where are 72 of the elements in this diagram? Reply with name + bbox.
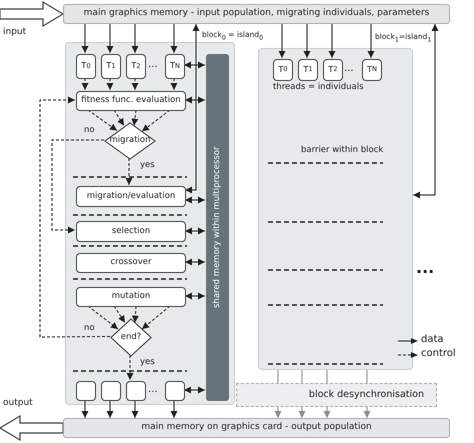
arrow xyxy=(304,24,310,58)
arrow xyxy=(324,406,330,418)
arrow xyxy=(170,24,178,54)
edge-label: yes xyxy=(140,357,155,367)
control-arrow xyxy=(88,110,118,132)
arrow xyxy=(170,400,178,418)
control-arrow xyxy=(131,110,138,126)
edge-label: no xyxy=(84,125,95,135)
arrow xyxy=(278,24,286,58)
arrow xyxy=(82,400,88,418)
thread-box xyxy=(76,381,96,401)
ellipsis: ... xyxy=(344,63,354,74)
control-arrow xyxy=(132,78,138,90)
arrow xyxy=(328,24,336,58)
ellipsis: ... xyxy=(148,384,158,395)
arrow xyxy=(298,406,306,418)
decision-diamond: migration xyxy=(105,123,155,159)
memory-bar: main memory on graphics card - output population xyxy=(63,418,450,438)
control-arrow xyxy=(114,306,126,324)
edge-label: yes xyxy=(140,160,155,170)
thread-box xyxy=(101,381,121,401)
arrow xyxy=(106,24,114,54)
control-arrow xyxy=(82,78,88,90)
control-arrow xyxy=(106,78,114,90)
shared-memory-bar: shared memory within multiprocessor xyxy=(206,54,229,401)
ellipsis: ... xyxy=(148,59,158,70)
arrow xyxy=(184,386,206,394)
hollow-arrow xyxy=(0,414,64,442)
decision-diamond: end? xyxy=(111,319,151,356)
process-box: fitness func. evaluation xyxy=(76,91,186,111)
control-arrow xyxy=(142,306,170,330)
control-arrow xyxy=(142,110,170,132)
legend-text: control xyxy=(421,348,456,359)
control-arrow xyxy=(88,306,118,330)
arrow xyxy=(184,258,206,266)
arrow xyxy=(412,24,438,198)
arrow xyxy=(368,24,374,58)
arrow xyxy=(274,406,282,418)
arrow xyxy=(132,24,138,54)
memory-bar: main graphics memory - input population, migrating individuals, parameters xyxy=(63,4,450,24)
hollow-arrow xyxy=(0,0,64,28)
process-box: selection xyxy=(76,221,186,242)
control-arrow xyxy=(126,354,134,380)
arrow xyxy=(184,24,200,194)
control-arrow xyxy=(52,140,104,234)
panel-label: threads = individuals xyxy=(273,83,364,92)
control-arrow xyxy=(40,96,110,338)
control-arrow xyxy=(170,78,178,90)
thread-box xyxy=(126,381,146,401)
ellipsis: ... xyxy=(416,258,434,277)
arrow xyxy=(184,228,206,234)
arrow xyxy=(184,292,206,300)
label-text: input xyxy=(3,27,26,37)
control-arrow xyxy=(132,306,139,324)
arrow xyxy=(82,24,88,54)
control-arrow xyxy=(126,158,132,186)
thread-box xyxy=(165,381,185,401)
arrow xyxy=(106,400,114,418)
arrow xyxy=(184,62,206,68)
desync-band: block desynchronisation xyxy=(236,383,437,407)
process-box: crossover xyxy=(76,253,186,273)
process-box: mutation xyxy=(76,287,186,307)
label-text: output xyxy=(3,398,33,408)
arrow xyxy=(184,196,206,204)
legend-text: data xyxy=(421,334,444,345)
control-arrow xyxy=(114,110,124,126)
process-box: migration/evaluation xyxy=(76,186,186,207)
arrow xyxy=(364,406,370,418)
arrow xyxy=(132,400,138,418)
arrow xyxy=(184,96,206,104)
panel-label: barrier within block xyxy=(301,146,384,156)
edge-label: no xyxy=(84,323,95,333)
